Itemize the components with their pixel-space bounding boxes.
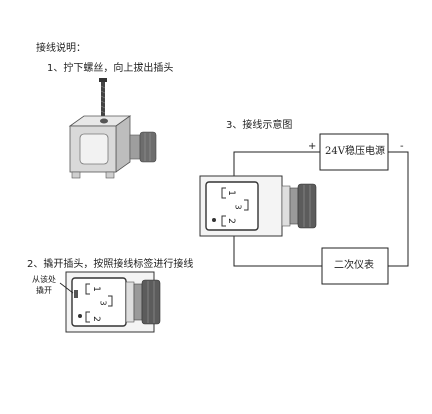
callout-line-1: 从该处 [32,275,56,284]
instrument-box [321,247,389,285]
power-supply-label: 24V稳压电源 [325,146,385,157]
step-1-label: 1、拧下螺丝，向上拔出插头 [47,63,174,74]
power-supply-box [319,133,389,171]
step-2-label: 2、撬开插头，按照接线标签进行接线 [27,259,194,270]
screw-icon [99,78,107,118]
plus-sign: + [308,141,317,152]
instructions-heading: 接线说明： [36,43,86,54]
instrument-label: 二次仪表 [334,260,374,271]
opened-plug-icon [65,271,161,333]
step-3-label: 3、接线示意图 [226,120,293,131]
connector-plug-icon [68,115,157,179]
diagram-connector-icon [199,175,317,237]
callout-line-2: 撬开 [36,286,52,295]
wire-return [233,226,322,267]
minus-sign: - [400,141,404,152]
wire-minus [388,151,409,267]
